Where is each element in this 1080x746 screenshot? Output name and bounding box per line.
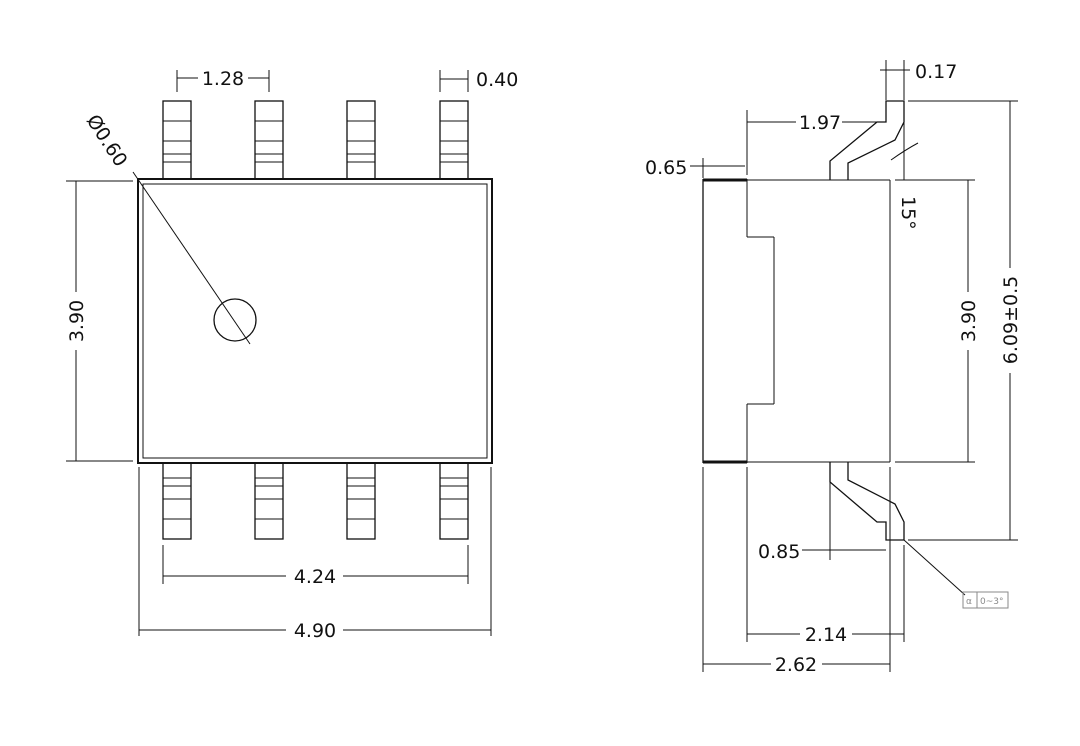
lead-width-dimension: 0.40 <box>439 69 518 92</box>
body-height-dimension: 2.62 <box>702 467 891 676</box>
mark-leader <box>132 171 251 345</box>
svg-text:15°: 15° <box>897 196 919 230</box>
svg-text:6.09±0.5: 6.09±0.5 <box>1000 276 1022 364</box>
lead-bottom-4 <box>439 460 469 540</box>
body-width-dimension: 3.90 <box>66 180 133 462</box>
body-length-dimension: 4.90 <box>138 467 492 642</box>
lead-bottom-1 <box>162 460 192 540</box>
svg-text:4.24: 4.24 <box>294 566 336 588</box>
svg-text:2.14: 2.14 <box>805 624 847 646</box>
angle-callout: α 0~3° <box>903 539 1009 609</box>
package-body-side <box>702 178 891 464</box>
top-view: Ø0.60 1.28 0.40 3.90 <box>66 68 518 642</box>
side-view: 0.17 1.97 0.65 15° 3.90 <box>645 60 1022 676</box>
svg-text:2.62: 2.62 <box>775 654 817 676</box>
svg-text:4.90: 4.90 <box>294 620 336 642</box>
side-body-width-dimension: 3.90 <box>895 179 980 463</box>
lead-offset-dimension: 1.97 <box>746 110 886 175</box>
lead-span-dimension: 4.24 <box>162 545 469 588</box>
lead-thickness-dimension: 0.17 <box>880 60 957 100</box>
lead-top-3 <box>346 100 376 182</box>
pin-pitch-dimension: 1.28 <box>176 68 270 92</box>
foot-length-dimension: 0.85 <box>758 482 886 563</box>
svg-text:3.90: 3.90 <box>66 300 88 342</box>
svg-text:0~3°: 0~3° <box>980 597 1004 607</box>
pin1-mark <box>213 298 257 342</box>
standoff-dimension: 0.65 <box>645 157 745 179</box>
top-leads <box>162 100 469 182</box>
lead-angle-dimension: 15° <box>890 122 919 230</box>
overall-width-dimension: 6.09±0.5 <box>908 100 1022 541</box>
svg-text:1.97: 1.97 <box>799 112 841 134</box>
lead-bottom-2 <box>254 460 284 540</box>
package-body-top <box>137 178 493 464</box>
svg-text:α: α <box>966 597 972 607</box>
mark-diameter-label: Ø0.60 <box>82 111 132 171</box>
lead-reach-dimension: 2.14 <box>746 467 905 646</box>
svg-text:1.28: 1.28 <box>202 68 244 90</box>
svg-text:3.90: 3.90 <box>958 300 980 342</box>
svg-text:0.17: 0.17 <box>915 61 957 83</box>
svg-text:0.65: 0.65 <box>645 157 687 179</box>
upper-lead <box>829 100 905 180</box>
svg-text:0.40: 0.40 <box>476 69 518 91</box>
lead-bottom-3 <box>346 460 376 540</box>
lead-top-2 <box>254 100 284 182</box>
lead-top-1 <box>162 100 192 182</box>
bottom-leads <box>162 460 469 540</box>
lead-top-4 <box>439 100 469 182</box>
svg-text:0.85: 0.85 <box>758 541 800 563</box>
lower-lead <box>829 462 905 541</box>
